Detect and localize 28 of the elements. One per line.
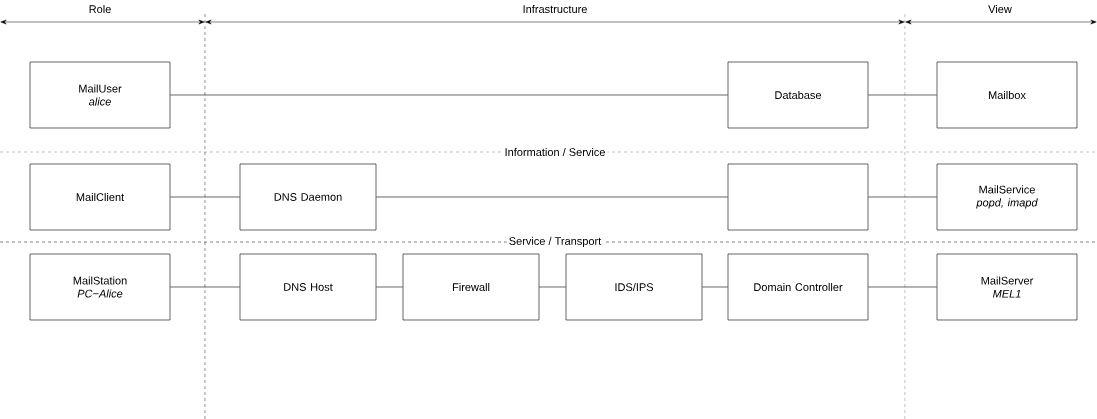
process-box: Mailbox bbox=[936, 61, 1078, 129]
process-box: IDS/IPS bbox=[565, 253, 703, 321]
process-box: MailUser alice bbox=[29, 61, 171, 129]
connector-line bbox=[376, 196, 728, 198]
box bbox=[727, 163, 869, 231]
connector-line bbox=[868, 196, 937, 198]
process-box: Database bbox=[727, 61, 869, 129]
process-box: MailStation PC−Alice bbox=[29, 253, 171, 321]
connector-line bbox=[170, 94, 728, 96]
process-box: MailClient bbox=[29, 163, 171, 231]
process-box: DNS Daemon bbox=[239, 163, 377, 231]
process-box: Domain Controller bbox=[727, 253, 869, 321]
column-heading: Infrastructure bbox=[523, 4, 587, 14]
connector-line bbox=[868, 286, 937, 288]
connector-line bbox=[868, 94, 937, 96]
process-box: MailServer MEL1 bbox=[936, 253, 1078, 321]
layer-label: Information / Service bbox=[502, 145, 608, 159]
column-heading: View bbox=[988, 4, 1012, 14]
connector-line bbox=[376, 286, 403, 288]
connector-line bbox=[539, 286, 566, 288]
layer-label: Service / Transport bbox=[506, 234, 604, 250]
column-heading: Role bbox=[89, 4, 111, 14]
connector-line bbox=[170, 196, 240, 198]
connector-line bbox=[702, 286, 728, 288]
process-box: DNS Host bbox=[239, 253, 377, 321]
process-box: Firewall bbox=[402, 253, 540, 321]
connector-line bbox=[170, 286, 240, 288]
process-box: MailService popd, imapd bbox=[936, 163, 1078, 231]
